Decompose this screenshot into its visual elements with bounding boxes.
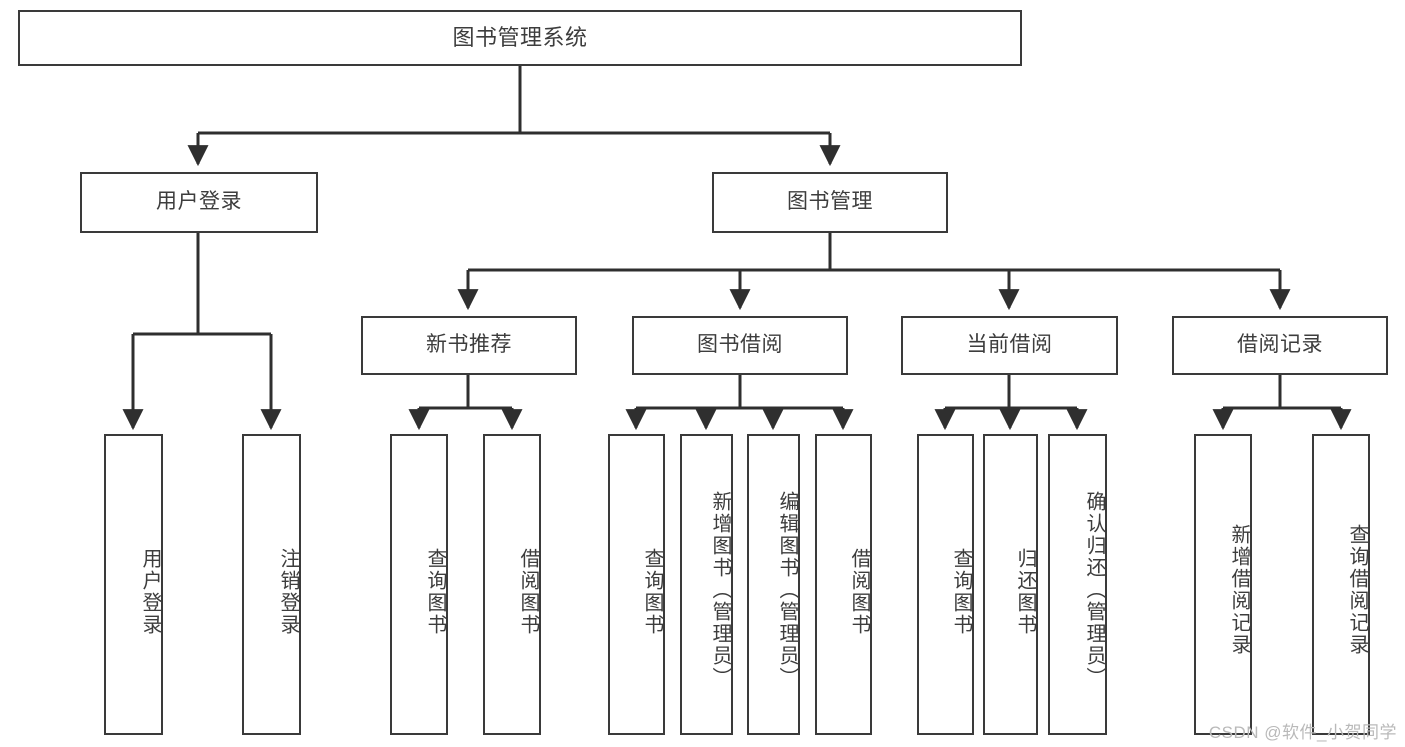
node-leaf-edit-book-admin[interactable]: 编辑图书（管理员） bbox=[747, 434, 800, 735]
node-label: 查询借阅记录 bbox=[1346, 523, 1368, 656]
node-leaf-query-borrow-record[interactable]: 查询借阅记录 bbox=[1312, 434, 1370, 735]
node-label: 查询图书 bbox=[950, 547, 972, 636]
node-label: 确认归还（管理员） bbox=[1083, 490, 1105, 689]
node-book-borrow[interactable]: 图书借阅 bbox=[632, 316, 848, 375]
node-label: 查询图书 bbox=[641, 547, 663, 636]
node-label: 注销登录 bbox=[277, 547, 299, 636]
node-leaf-add-book-admin[interactable]: 新增图书（管理员） bbox=[680, 434, 733, 735]
node-label: 用户登录 bbox=[156, 190, 242, 214]
node-label: 当前借阅 bbox=[966, 333, 1053, 357]
node-root-book-management-system[interactable]: 图书管理系统 bbox=[18, 10, 1022, 66]
node-label: 图书借阅 bbox=[697, 333, 783, 357]
node-label: 借阅图书 bbox=[517, 547, 539, 636]
node-leaf-query-book-current[interactable]: 查询图书 bbox=[917, 434, 974, 735]
node-leaf-user-login[interactable]: 用户登录 bbox=[104, 434, 163, 735]
node-label: 新增图书（管理员） bbox=[709, 490, 731, 689]
node-leaf-query-book-borrow[interactable]: 查询图书 bbox=[608, 434, 665, 735]
node-leaf-borrow-book-borrow[interactable]: 借阅图书 bbox=[815, 434, 872, 735]
node-label: 新书推荐 bbox=[426, 333, 512, 357]
node-leaf-add-borrow-record[interactable]: 新增借阅记录 bbox=[1194, 434, 1252, 735]
node-label: 新增借阅记录 bbox=[1228, 523, 1250, 656]
node-label: 借阅记录 bbox=[1237, 333, 1323, 357]
node-leaf-confirm-return-admin[interactable]: 确认归还（管理员） bbox=[1048, 434, 1107, 735]
node-leaf-return-book[interactable]: 归还图书 bbox=[983, 434, 1038, 735]
node-book-management[interactable]: 图书管理 bbox=[712, 172, 948, 233]
node-new-book-recommend[interactable]: 新书推荐 bbox=[361, 316, 577, 375]
node-user-login[interactable]: 用户登录 bbox=[80, 172, 318, 233]
node-label: 查询图书 bbox=[424, 547, 446, 636]
node-label: 图书管理 bbox=[787, 190, 873, 214]
node-leaf-logout-login[interactable]: 注销登录 bbox=[242, 434, 301, 735]
node-current-borrow[interactable]: 当前借阅 bbox=[901, 316, 1118, 375]
node-label: 归还图书 bbox=[1014, 547, 1036, 636]
node-label: 编辑图书（管理员） bbox=[776, 490, 798, 689]
node-leaf-query-book-recommend[interactable]: 查询图书 bbox=[390, 434, 448, 735]
node-leaf-borrow-book-recommend[interactable]: 借阅图书 bbox=[483, 434, 541, 735]
node-label: 用户登录 bbox=[139, 547, 161, 636]
node-label: 借阅图书 bbox=[848, 547, 870, 636]
node-label: 图书管理系统 bbox=[452, 25, 588, 51]
watermark: CSDN @软件_小贺同学 bbox=[1208, 723, 1397, 742]
node-borrow-record[interactable]: 借阅记录 bbox=[1172, 316, 1388, 375]
